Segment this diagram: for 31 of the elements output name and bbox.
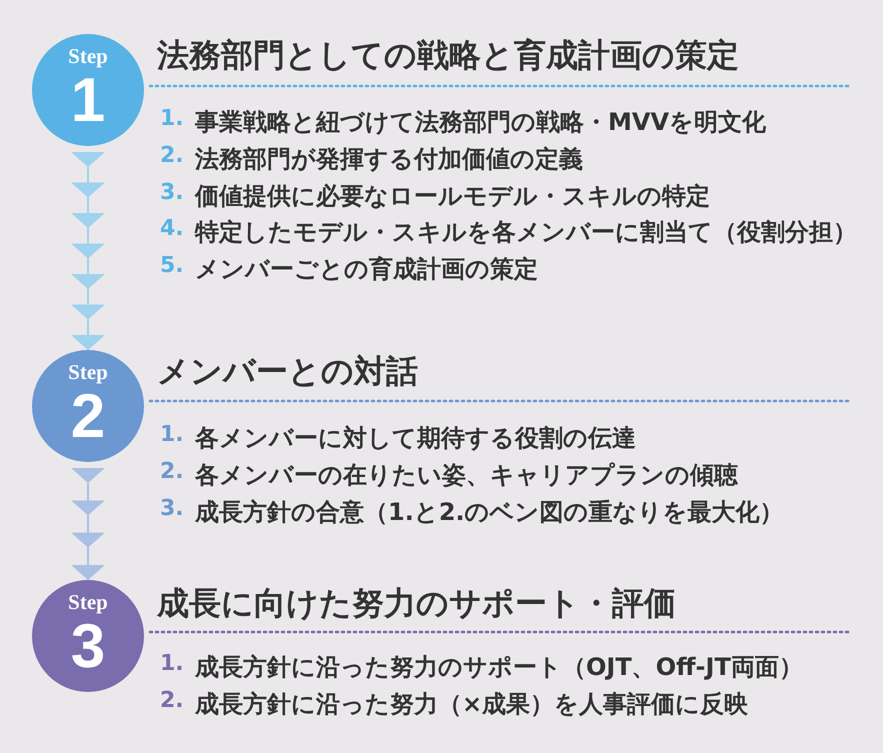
list-item: 法務部門が発揮する付加価値の定義 xyxy=(195,144,583,175)
list-item: 成長方針に沿った努力のサポート（OJT、Off-JT両面） xyxy=(195,652,803,683)
step-number: 3 xyxy=(70,616,106,678)
item-number: 3. xyxy=(160,180,184,205)
step-label: Step xyxy=(67,44,109,69)
list-item: メンバーごとの育成計画の策定 xyxy=(195,254,538,286)
list-item: 各メンバーに対して期待する役割の伝達 xyxy=(195,423,636,454)
item-number: 4. xyxy=(160,216,184,242)
step-heading: メンバーとの対話 xyxy=(157,351,418,392)
item-number: 1. xyxy=(160,651,184,676)
item-number: 3. xyxy=(160,496,184,521)
list-item: 成長方針に沿った努力（×成果）を人事評価に反映 xyxy=(195,688,748,720)
step-heading: 法務部門としての戦略と育成計画の策定 xyxy=(157,35,739,76)
item-number: 2. xyxy=(160,688,184,713)
list-item: 価値提供に必要なロールモデル・スキルの特定 xyxy=(195,180,710,212)
item-number: 2. xyxy=(160,142,184,168)
list-item: 特定したモデル・スキルを各メンバーに割当て（役割分担） xyxy=(195,217,857,248)
list-item: 各メンバーの在りたい姿、キャリアプランの傾聴 xyxy=(195,460,738,491)
step-heading: 成長に向けた努力のサポート・評価 xyxy=(157,583,676,624)
step-label: Step xyxy=(67,360,109,385)
list-item: 成長方針の合意（1.と2.のベン図の重なりを最大化） xyxy=(195,496,784,528)
item-number: 2. xyxy=(160,458,184,484)
step-label: Step xyxy=(67,590,109,615)
step-number: 1 xyxy=(70,70,106,132)
item-number: 1. xyxy=(160,422,184,447)
chevron-arrow xyxy=(71,468,105,580)
item-number: 1. xyxy=(160,106,184,131)
step-number: 2 xyxy=(70,386,106,448)
item-number: 5. xyxy=(160,253,184,278)
list-item: 事業戦略と紐づけて法務部門の戦略・MVVを明文化 xyxy=(195,107,766,138)
chevron-arrow xyxy=(71,152,105,350)
